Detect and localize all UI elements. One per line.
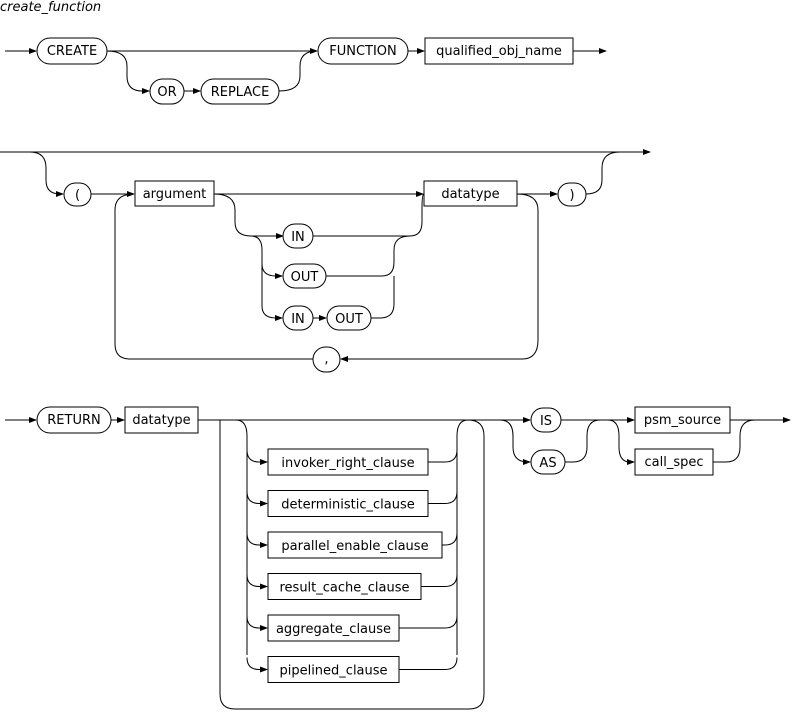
return-datatype-label: datatype	[132, 413, 190, 428]
create-keyword-label: CREATE	[47, 44, 97, 59]
argument-box	[134, 180, 215, 207]
pipelined-clause-label: pipelined_clause	[279, 664, 387, 679]
connector	[250, 235, 283, 279]
return-keyword-label: RETURN	[47, 413, 100, 428]
connector	[29, 151, 64, 197]
connector	[565, 419, 601, 463]
connector	[114, 193, 313, 360]
connector	[399, 657, 458, 670]
row-create-function: CREATE OR REPLACE FUNCTION qualified_obj…	[5, 37, 607, 105]
call-spec-label: call_spec	[644, 455, 703, 470]
result-cache-clause-box	[267, 573, 422, 600]
deterministic-clause-label: deterministic_clause	[281, 498, 414, 513]
open-paren-label: (	[75, 188, 80, 203]
argument-label: argument	[143, 187, 207, 202]
connector	[219, 419, 485, 710]
as-keyword-label: AS	[539, 456, 556, 471]
datatype-box	[423, 180, 518, 207]
in-keyword-label: IN	[291, 230, 305, 245]
return-datatype-box	[124, 406, 199, 434]
connector	[278, 50, 318, 92]
result-cache-clause-label: result_cache_clause	[279, 581, 409, 596]
datatype-label: datatype	[441, 187, 499, 202]
connector	[246, 657, 268, 673]
connector	[607, 419, 635, 465]
connector	[399, 615, 458, 629]
qualified-obj-name-box	[424, 37, 574, 65]
connector	[713, 419, 756, 463]
or-keyword-label: OR	[157, 85, 176, 100]
row-arguments: ( argument IN OUT IN OUT datatype ) ,	[0, 149, 651, 373]
connector	[246, 449, 268, 465]
connector	[235, 419, 248, 655]
replace-keyword-label: REPLACE	[211, 85, 270, 100]
connector	[340, 193, 539, 362]
psm-source-box	[634, 406, 731, 434]
connector	[428, 449, 458, 463]
out-keyword-label: OUT	[291, 270, 319, 285]
connector	[246, 615, 268, 631]
connector	[246, 532, 268, 548]
invoker-right-clause-box	[267, 448, 429, 476]
connector	[106, 50, 150, 94]
connector	[428, 491, 458, 504]
aggregate-clause-label: aggregate_clause	[276, 622, 391, 637]
function-keyword-label: FUNCTION	[329, 44, 397, 59]
connector	[213, 193, 284, 239]
connector	[456, 419, 469, 655]
in-out-in-label: IN	[291, 312, 305, 327]
qualified-obj-name-label: qualified_obj_name	[436, 44, 562, 59]
connector	[442, 532, 458, 546]
connector	[246, 491, 268, 507]
connector	[246, 574, 268, 590]
connector	[313, 193, 425, 237]
row-return: RETURN datatype invoker_right_clausedete…	[5, 406, 791, 710]
is-keyword-label: IS	[540, 414, 552, 429]
connector	[421, 574, 458, 587]
close-paren-label: )	[569, 188, 574, 203]
connector	[261, 264, 283, 321]
diagram-title: create_function	[0, 0, 101, 15]
in-out-out-label: OUT	[335, 312, 363, 327]
comma-label: ,	[324, 352, 328, 367]
connector	[499, 419, 531, 465]
deterministic-clause-box	[267, 490, 429, 517]
parallel-enable-clause-box	[267, 531, 443, 559]
aggregate-clause-box	[267, 614, 400, 642]
call-spec-box	[634, 448, 714, 476]
invoker-right-clause-label: invoker_right_clause	[281, 456, 414, 471]
connector	[326, 235, 411, 277]
connector	[585, 151, 621, 195]
parallel-enable-clause-label: parallel_enable_clause	[281, 539, 428, 554]
psm-source-label: psm_source	[644, 413, 721, 428]
connector	[371, 276, 395, 319]
clause-list: invoker_right_clause deterministic_clause…	[246, 448, 458, 683]
